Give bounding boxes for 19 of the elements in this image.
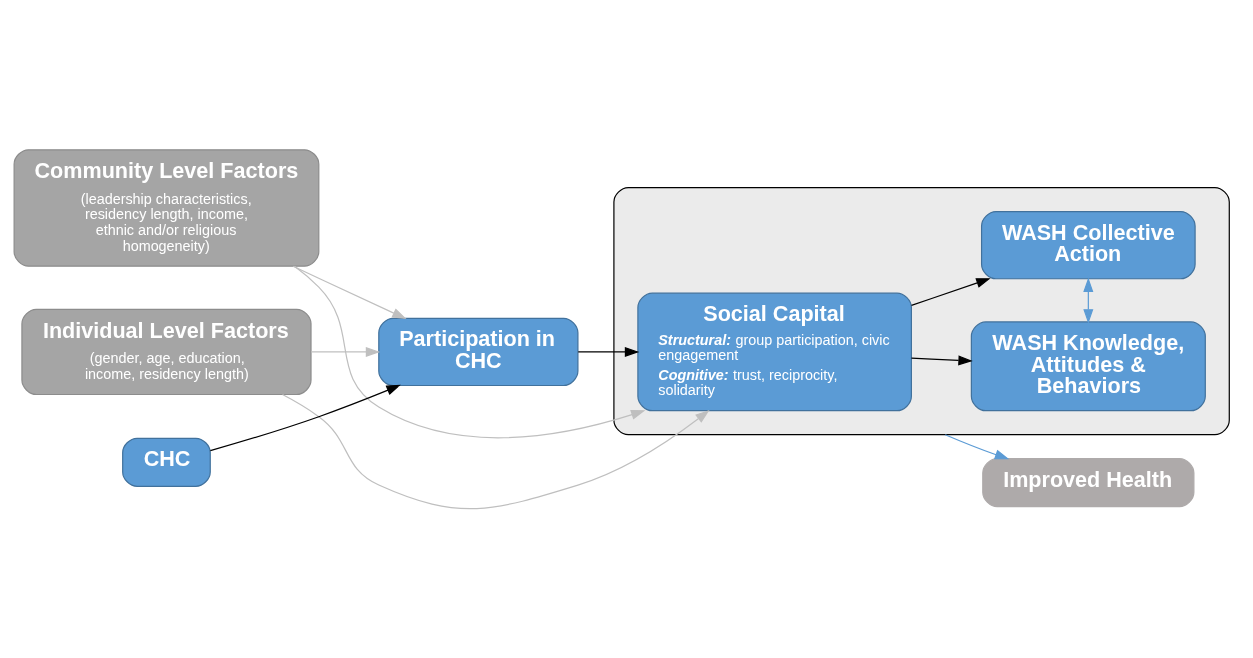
- arrow: [1083, 277, 1094, 324]
- arrow: [310, 346, 381, 357]
- node-box: Improved Health: [982, 457, 1195, 507]
- node-box: CHC: [122, 437, 211, 487]
- node-box: Participation in CHC: [378, 317, 579, 386]
- node-box: Individual Level Factors (gender, age, education, income, residency length): [21, 308, 312, 395]
- node-box: WASH Collective Action: [980, 210, 1196, 279]
- node-box: WASH Knowledge, Attitudes & Behaviors: [970, 320, 1206, 411]
- arrow: [910, 354, 973, 365]
- arrow: [281, 393, 710, 509]
- node-box: Community Level Factors (leadership characteristics, residency length, income, ethnic and/or religious homogeneity): [13, 148, 320, 267]
- arrow: [292, 265, 407, 319]
- arrow: [910, 277, 991, 306]
- arrow: [293, 265, 646, 438]
- node-box: Social Capital Structural: group participation, civic engagement Cognitive: trust, reciprocity, solidarity: [637, 292, 912, 411]
- arrow: [209, 384, 401, 451]
- arrow: [577, 346, 640, 357]
- cluster: [613, 186, 1230, 435]
- arrow: [944, 433, 1010, 459]
